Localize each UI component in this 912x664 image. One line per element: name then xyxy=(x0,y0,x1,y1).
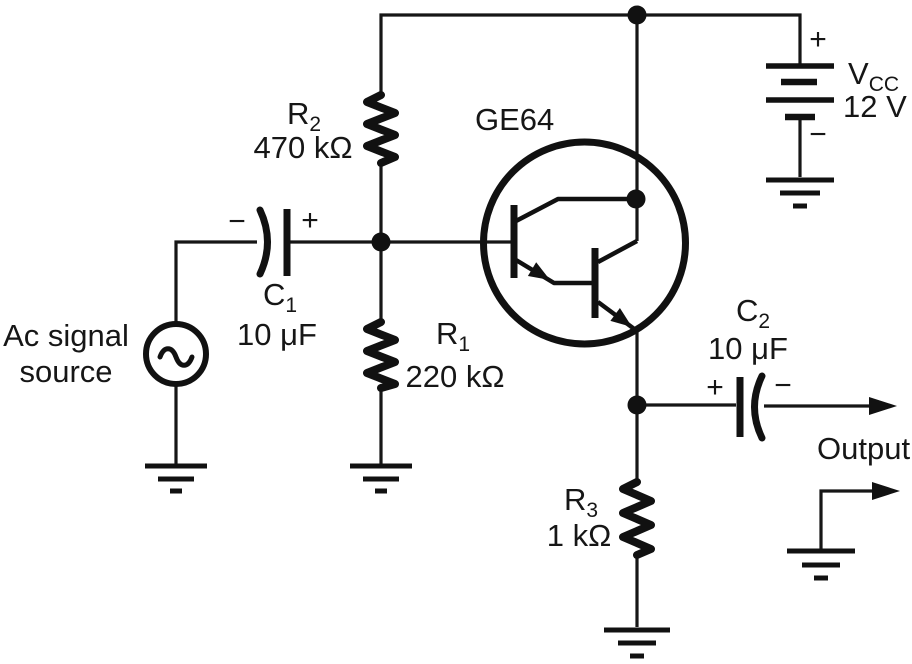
q1-emitter-lead xyxy=(514,258,592,286)
ac-source-label-line1: Ac signal xyxy=(3,318,129,353)
c2-ref-label: C2 xyxy=(736,293,770,333)
r3-ref-label: R3 xyxy=(564,482,598,522)
vcc-neg-sign: − xyxy=(809,118,827,151)
vcc-ref-label: VCC xyxy=(848,56,899,96)
output-label: Output xyxy=(817,431,910,466)
q2-collector-lead xyxy=(596,239,639,264)
resistor-r1 xyxy=(363,318,399,392)
junction-dot-collector-node xyxy=(626,189,646,209)
c1-ref-label: C1 xyxy=(263,277,297,317)
output-return-arrow-icon xyxy=(872,482,900,500)
top-rail-wire xyxy=(379,13,802,95)
r2-ref-label: R2 xyxy=(287,96,321,136)
c1-neg-sign: − xyxy=(228,205,246,238)
vcc-value-label: 12 V xyxy=(843,89,907,124)
ac-source-circle xyxy=(143,321,209,387)
c2-pos-sign: + xyxy=(706,371,724,404)
r3-value-label: 1 kΩ xyxy=(547,518,612,553)
c2-negative-plate xyxy=(751,372,766,442)
c1-negative-plate xyxy=(256,206,271,278)
ac-source-ground-icon xyxy=(145,463,207,494)
transistor-part-label: GE64 xyxy=(475,102,554,137)
q1-emitter-arrow-icon xyxy=(527,262,550,280)
r1-value-label: 220 kΩ xyxy=(405,359,504,394)
c2-value-label: 10 μF xyxy=(708,331,788,366)
c1-value-label: 10 μF xyxy=(237,317,317,352)
resistor-r2 xyxy=(363,91,399,167)
c1-pos-sign: + xyxy=(301,204,319,237)
r3-ground-icon xyxy=(604,627,670,659)
vcc-pos-sign: + xyxy=(809,23,827,56)
junction-dot-base-node xyxy=(371,232,391,252)
input-wire-left xyxy=(174,240,257,324)
transistor-circle xyxy=(480,138,689,348)
q2-emitter-arrow-icon xyxy=(610,308,632,327)
junction-dot-top-rail xyxy=(627,5,647,25)
output-arrow-icon xyxy=(869,397,897,415)
output-return-ground-icon xyxy=(787,548,855,581)
c2-neg-sign: − xyxy=(774,369,792,402)
resistor-r3 xyxy=(619,478,655,559)
battery-ground-icon xyxy=(766,177,834,209)
r2-value-label: 470 kΩ xyxy=(253,130,352,165)
ac-source-label-line2: source xyxy=(19,354,112,389)
r1-ref-label: R1 xyxy=(436,316,470,356)
r1-ground-icon xyxy=(350,463,412,494)
output-return-wire xyxy=(819,489,876,549)
junction-dot-output-node xyxy=(627,395,647,415)
sine-wave-icon xyxy=(157,346,195,368)
q1-collector-lead xyxy=(514,196,636,223)
